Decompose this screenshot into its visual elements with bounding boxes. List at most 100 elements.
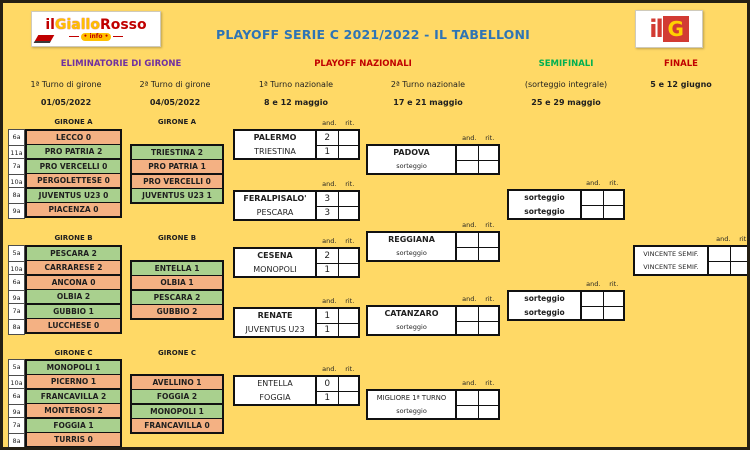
andata-label: and. [462, 134, 477, 142]
ritorno-label: rit. [485, 134, 495, 142]
match-feralpisalo-pescara: FERALPISALO' PESCARA 3 3 [233, 190, 360, 221]
bracket-pair: 5a 10a MONOPOLI 1 PICERNO 1 [8, 359, 122, 391]
score-cell [729, 247, 748, 261]
andata-ritorno-header: and. rit. [319, 365, 360, 373]
score-cell [477, 404, 498, 418]
seed-column: 6a 9a [8, 388, 25, 420]
sorteggio-note: sorteggio [396, 407, 427, 416]
round-label-3: 1ª Turno nazionale [258, 80, 334, 89]
ritorno-label: rit. [345, 365, 355, 373]
ritorno-label: rit. [609, 280, 619, 288]
phase-finale: FINALE [664, 59, 698, 69]
andata-label: and. [586, 280, 601, 288]
team-cell: TRIESTINA 2 [132, 146, 222, 159]
qualified-team: MIGLIORE 1ª TURNO [376, 393, 447, 402]
semifinal-2: sorteggio sorteggio [507, 290, 625, 321]
girone-c-turn1-bracket: 5a 10a MONOPOLI 1 PICERNO 1 6a 9a FRANCA… [8, 359, 122, 447]
round-label-2: 2ª Turno di girone [139, 80, 211, 89]
team-cell: GUBBIO 1 [27, 305, 120, 318]
score-cell [602, 191, 624, 205]
bracket-pair: MONOPOLI 1 FRANCAVILLA 0 [130, 403, 224, 434]
semifinal-1: sorteggio sorteggio [507, 189, 625, 220]
team-column: FRANCAVILLA 2 MONTEROSI 2 [25, 388, 122, 419]
match-names: sorteggio sorteggio [509, 191, 580, 218]
away-team: TRIESTINA [254, 146, 296, 156]
team-cell: CARRARESE 2 [27, 260, 120, 274]
score-cell [457, 320, 478, 335]
ritorno-label: rit. [609, 179, 619, 187]
ritorno-label: rit. [345, 237, 355, 245]
team-cell: PRO VERCELLI 0 [27, 160, 120, 173]
score-grid [455, 307, 498, 334]
girone-a-turn1-bracket: 6a 11a LECCO 0 PRO PATRIA 2 7a 10a PRO V… [8, 129, 122, 219]
seed-label: 8a [8, 432, 25, 447]
ritorno-label: rit. [345, 119, 355, 127]
score-cell [457, 404, 478, 419]
team-column: TRIESTINA 2 PRO PATRIA 1 [130, 144, 224, 175]
final-match: VINCENTE SEMIF. VINCENTE SEMIF. [633, 245, 748, 276]
andata-label: and. [322, 365, 337, 373]
score-cell [709, 247, 730, 261]
andata-ritorno-header: and.rit. [319, 297, 360, 305]
team-cell: LECCO 0 [27, 131, 120, 144]
finalist-slot: VINCENTE SEMIF. [643, 249, 699, 258]
score-grid: 0 1 [315, 377, 358, 404]
seed-column: 7a 8a [8, 303, 25, 335]
score-cell [477, 233, 499, 247]
semifinal-slot: sorteggio [524, 294, 565, 304]
score-grid: 2 1 [315, 249, 358, 276]
team-cell: MONOPOLI 1 [132, 405, 222, 418]
match-names: VINCENTE SEMIF. VINCENTE SEMIF. [635, 247, 707, 274]
score-cell [337, 322, 358, 336]
girone-b-label-t2: GIRONE B [157, 234, 197, 242]
andata-label: and. [586, 179, 601, 187]
match-renate-juventusu23: RENATE JUVENTUS U23 1 1 [233, 307, 360, 338]
score-grid [455, 391, 498, 418]
team-cell: PRO PATRIA 2 [27, 144, 120, 158]
match-catanzaro: CATANZARO sorteggio [366, 305, 500, 336]
team-cell: PESCARA 2 [132, 291, 222, 304]
score-cell: 2 [324, 132, 331, 143]
girone-a-label-t2: GIRONE A [157, 118, 197, 126]
team-cell: ANCONA 0 [27, 276, 120, 289]
score-cell [602, 204, 623, 218]
team-column: ANCONA 0 OLBIA 2 [25, 274, 122, 305]
girone-a-label-t1: GIRONE A [54, 118, 93, 126]
qualified-team: REGGIANA [388, 235, 435, 245]
seed-column: 7a 8a [8, 417, 25, 447]
bracket-pair: 6a 9a FRANCAVILLA 2 MONTEROSI 2 [8, 388, 122, 420]
match-names: REGGIANA sorteggio [368, 233, 455, 260]
seed-label: 7a [8, 417, 25, 434]
team-column: PESCARA 2 CARRARESE 2 [25, 245, 122, 276]
date-label-5: 25 e 29 maggio [531, 98, 601, 107]
score-cell: 2 [324, 250, 331, 261]
girone-c-label-t1: GIRONE C [54, 349, 93, 357]
sorteggio-note: sorteggio [396, 162, 427, 171]
score-cell: 1 [317, 262, 338, 277]
away-team: PESCARA [256, 207, 294, 217]
phase-playoff-nazionali: PLAYOFF NAZIONALI [314, 59, 412, 69]
seed-label: 7a [8, 303, 25, 320]
match-names: PALERMO TRIESTINA [235, 131, 315, 158]
date-label-4: 17 e 21 maggio [393, 98, 463, 107]
score-cell [337, 144, 358, 158]
ritorno-label: rit. [485, 295, 495, 303]
home-team: FERALPISALO' [243, 194, 307, 204]
sorteggio-note: sorteggio [396, 249, 427, 258]
logo-word-rosso: Rosso [99, 16, 147, 33]
home-team: RENATE [257, 311, 293, 321]
score-cell [457, 391, 478, 405]
score-cell [477, 246, 498, 260]
team-column: AVELLINO 1 FOGGIA 2 [130, 374, 224, 405]
andata-ritorno-header: and. rit. [583, 179, 624, 187]
team-cell: PRO VERCELLI 0 [132, 175, 222, 188]
andata-label: and. [322, 180, 337, 188]
score-cell [337, 192, 359, 206]
phase-eliminatorie: ELIMINATORIE DI GIRONE [60, 59, 182, 69]
score-cell: 1 [324, 310, 331, 321]
score-cell [602, 292, 624, 306]
score-grid: 2 1 [315, 131, 358, 158]
andata-label: and. [462, 379, 477, 387]
semifinal-slot: sorteggio [524, 307, 565, 317]
score-cell [477, 391, 499, 405]
